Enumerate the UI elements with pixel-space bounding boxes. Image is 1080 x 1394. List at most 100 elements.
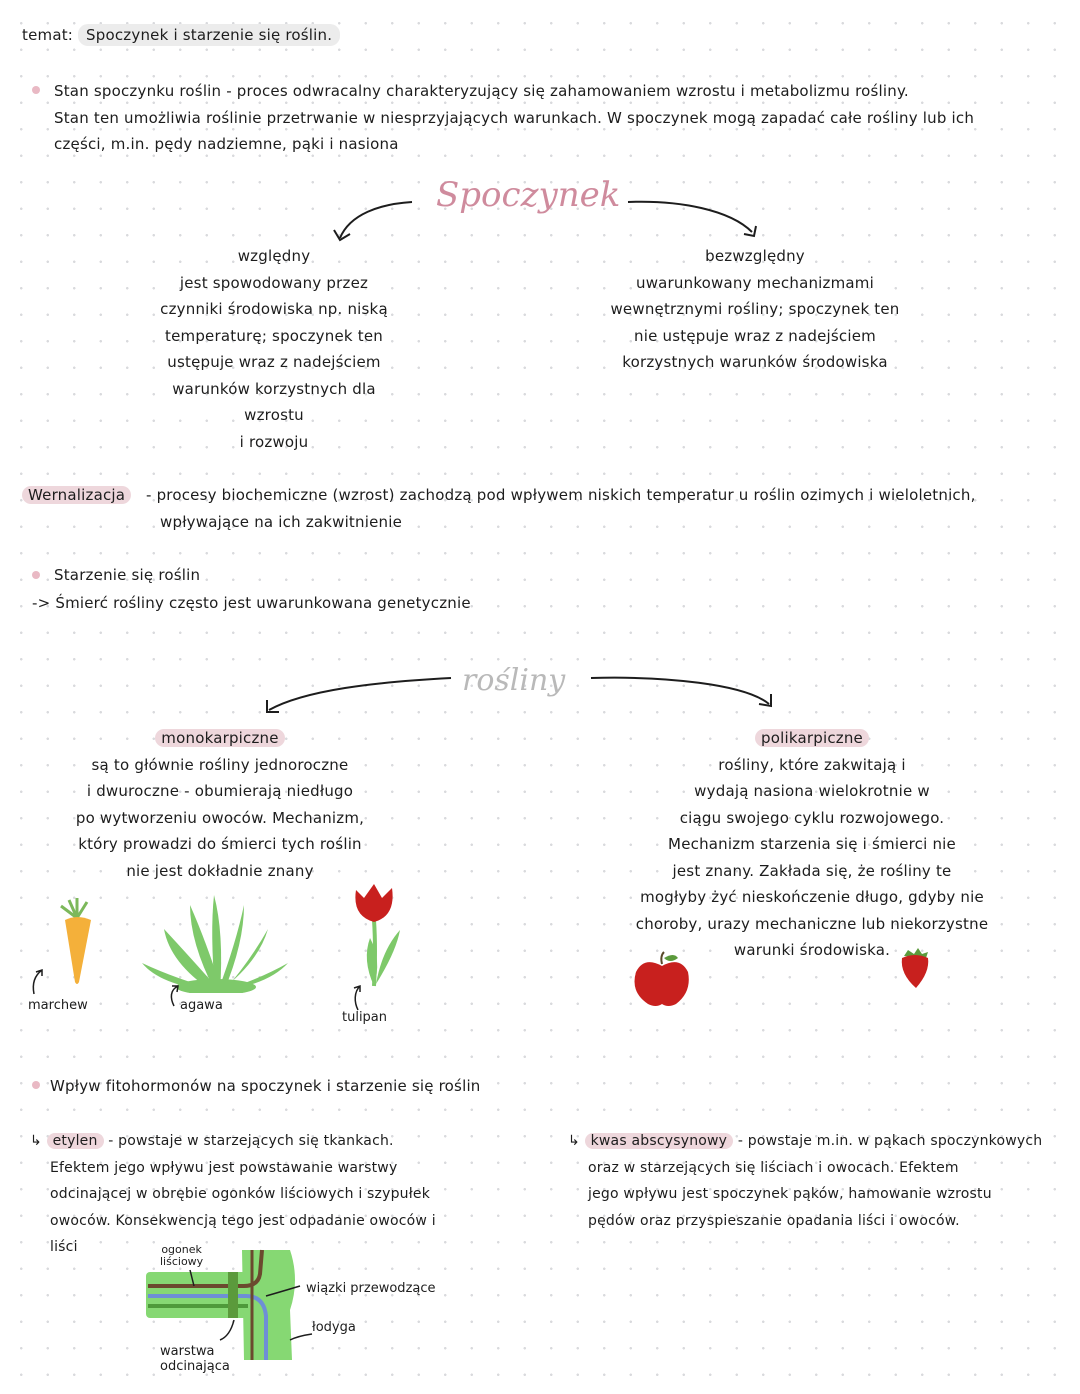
dormancy-arrows <box>333 200 757 242</box>
aba-line: - powstaje m.in. w pąkach spoczynkowych <box>737 1133 1043 1149</box>
bundle-blue <box>148 1294 268 1360</box>
ethylene-term: etylen <box>46 1133 104 1149</box>
intro-line-1: Stan spoczynku roślin - proces odwracaln… <box>54 82 909 100</box>
ethylene-section: ↳ etylen - powstaje w starzejących się t… <box>30 1128 550 1261</box>
polycarpic-line: choroby, urazy mechaniczne lub niekorzys… <box>635 914 989 933</box>
relative-line: warunków korzystnych dla wzrostu <box>172 379 376 425</box>
page-title: Spoczynek i starzenie się roślin. <box>78 24 341 46</box>
plants-arrows <box>266 676 772 713</box>
vernalization-definition: - procesy biochemiczne (wzrost) zachodzą… <box>146 482 1066 535</box>
label-arrow <box>265 1285 301 1297</box>
relative-line: ustępuje wraz z nadejściem <box>167 353 381 371</box>
caption-carrot: marchew <box>28 998 88 1013</box>
monocarpic-section: monokarpiczne są to głównie rośliny jedn… <box>50 725 390 884</box>
relative-line: jest spowodowany przez <box>179 273 369 292</box>
aba-line: jego wpływu jest spoczynek pąków, hamowa… <box>588 1186 992 1202</box>
label-arrow <box>189 1269 195 1287</box>
arrow-left <box>268 677 452 711</box>
label-petiole-line-2: liściowy <box>160 1255 204 1268</box>
ethylene-line: - powstaje w starzejących się tkankach. <box>108 1133 394 1149</box>
aba-section: ↳ kwas abscysynowy - powstaje m.in. w pą… <box>568 1128 1073 1234</box>
arrowhead-left <box>333 229 351 242</box>
tulip-illustration <box>355 884 400 987</box>
strawberry-illustration <box>901 948 929 988</box>
arrowhead-left <box>266 700 279 713</box>
abscission-diagram <box>146 1249 313 1360</box>
arrow-left <box>339 201 413 239</box>
polycarpic-line: jest znany. Zakłada się, że rośliny te <box>672 861 952 880</box>
label-bundles: wiązki przewodzące <box>306 1281 436 1296</box>
aging-title: Starzenie się roślin <box>54 566 201 584</box>
aging-note: -> Śmierć rośliny często jest uwarunkowa… <box>32 594 471 612</box>
polycarpic-line: warunki środowiska. <box>733 941 891 959</box>
caption-agave: agawa <box>180 998 223 1013</box>
intro-paragraph: Stan spoczynku roślin - proces odwracaln… <box>54 78 1064 158</box>
ethylene-line: odcinającej w obrębie ogonków liściowych… <box>50 1186 431 1202</box>
label-arrow <box>219 1319 235 1341</box>
dormancy-title: Spoczynek <box>436 175 621 215</box>
caption-arrow <box>353 984 361 1011</box>
bundle-brown <box>148 1249 264 1288</box>
polycarpic-section: polikarpiczne rośliny, które zakwitają i… <box>612 725 1012 964</box>
absolute-line: wewnętrznymi rośliny; spoczynek ten <box>610 300 900 318</box>
monocarpic-line: po wytworzeniu owoców. Mechanizm, <box>75 808 365 827</box>
polycarpic-line: mogłyby żyć nieskończenie długo, gdyby n… <box>640 888 984 906</box>
aba-line: pędów oraz przyspieszanie opadania liści… <box>588 1212 960 1229</box>
monocarpic-line: i dwuroczne - obumierają niedługo <box>86 782 354 800</box>
vernalization-term: Wernalizacja <box>22 486 132 504</box>
header: temat: Spoczynek i starzenie się roślin. <box>22 22 341 49</box>
monocarpic-heading: monokarpiczne <box>155 729 285 747</box>
label-arrow <box>289 1333 313 1341</box>
ethylene-prefix: ↳ <box>30 1133 42 1149</box>
apple-illustration <box>634 951 689 1006</box>
monocarpic-line: nie jest dokładnie znany <box>126 861 314 880</box>
absolute-line: korzystnych warunków środowiska <box>622 353 888 371</box>
aba-term: kwas abscysynowy <box>584 1133 734 1149</box>
label-petiole: ogonek liściowy <box>160 1244 203 1268</box>
absolute-heading: bezwzględny <box>705 247 805 265</box>
agave-illustration <box>142 895 288 993</box>
carrot-illustration <box>60 898 91 984</box>
label-layer-line-2: odcinająca <box>160 1359 230 1374</box>
bullet <box>32 86 40 94</box>
ethylene-line: liści <box>50 1239 78 1255</box>
absolute-dormancy: bezwzględny uwarunkowany mechanizmami we… <box>600 243 910 376</box>
ethylene-line: owoców. Konsekwencją tego jest odpadanie… <box>50 1212 436 1229</box>
abscission-layer-shape <box>228 1272 238 1318</box>
label-layer-line-1: warstwa <box>160 1344 215 1359</box>
relative-line: czynniki środowiska np. niską <box>160 300 388 318</box>
aba-prefix: ↳ <box>568 1133 580 1149</box>
relative-heading: względny <box>237 247 311 265</box>
bullet <box>32 1081 40 1089</box>
hormones-title: Wpływ fitohormonów na spoczynek i starze… <box>50 1077 481 1095</box>
label-stem: łodyga <box>312 1320 356 1335</box>
caption-arrow <box>170 985 179 1007</box>
absolute-line: nie ustępuje wraz z nadejściem <box>634 326 876 345</box>
arrow-right <box>590 676 770 705</box>
bullet <box>32 571 40 579</box>
arrowhead-right <box>743 225 757 238</box>
polycarpic-heading: polikarpiczne <box>755 729 869 747</box>
relative-line: i rozwoju <box>239 432 309 451</box>
plants-title: rośliny <box>462 663 566 698</box>
polycarpic-line: ciągu swojego cyklu rozwojowego. <box>679 808 945 827</box>
aba-line: oraz w starzejących się liściach i owoca… <box>588 1159 959 1176</box>
intro-line-3: części, m.in. pędy nadziemne, pąki i nas… <box>54 135 399 153</box>
vernalization-line-1: - procesy biochemiczne (wzrost) zachodzą… <box>146 486 976 504</box>
relative-line: temperaturę; spoczynek ten <box>165 326 383 345</box>
ethylene-line: Efektem jego wpływu jest powstawanie war… <box>50 1159 398 1176</box>
relative-dormancy: względny jest spowodowany przez czynniki… <box>140 243 408 455</box>
label-petiole-line-1: ogonek <box>161 1243 202 1256</box>
caption-arrow <box>32 968 43 995</box>
monocarpic-line: są to głównie rośliny jednoroczne <box>91 755 349 774</box>
arrowhead-right <box>758 694 772 708</box>
polycarpic-line: rośliny, które zakwitają i <box>718 755 906 774</box>
vernalization-line-2: wpływające na ich zakwitnienie <box>160 512 403 531</box>
label-layer: warstwa odcinająca <box>160 1344 230 1374</box>
header-label: temat: <box>22 26 74 44</box>
absolute-line: uwarunkowany mechanizmami <box>635 273 874 292</box>
polycarpic-line: wydają nasiona wielokrotnie w <box>694 782 930 800</box>
caption-tulip: tulipan <box>342 1010 388 1025</box>
monocarpic-line: który prowadzi do śmierci tych roślin <box>78 835 362 853</box>
vernalization-term-wrap: Wernalizacja <box>22 482 132 509</box>
